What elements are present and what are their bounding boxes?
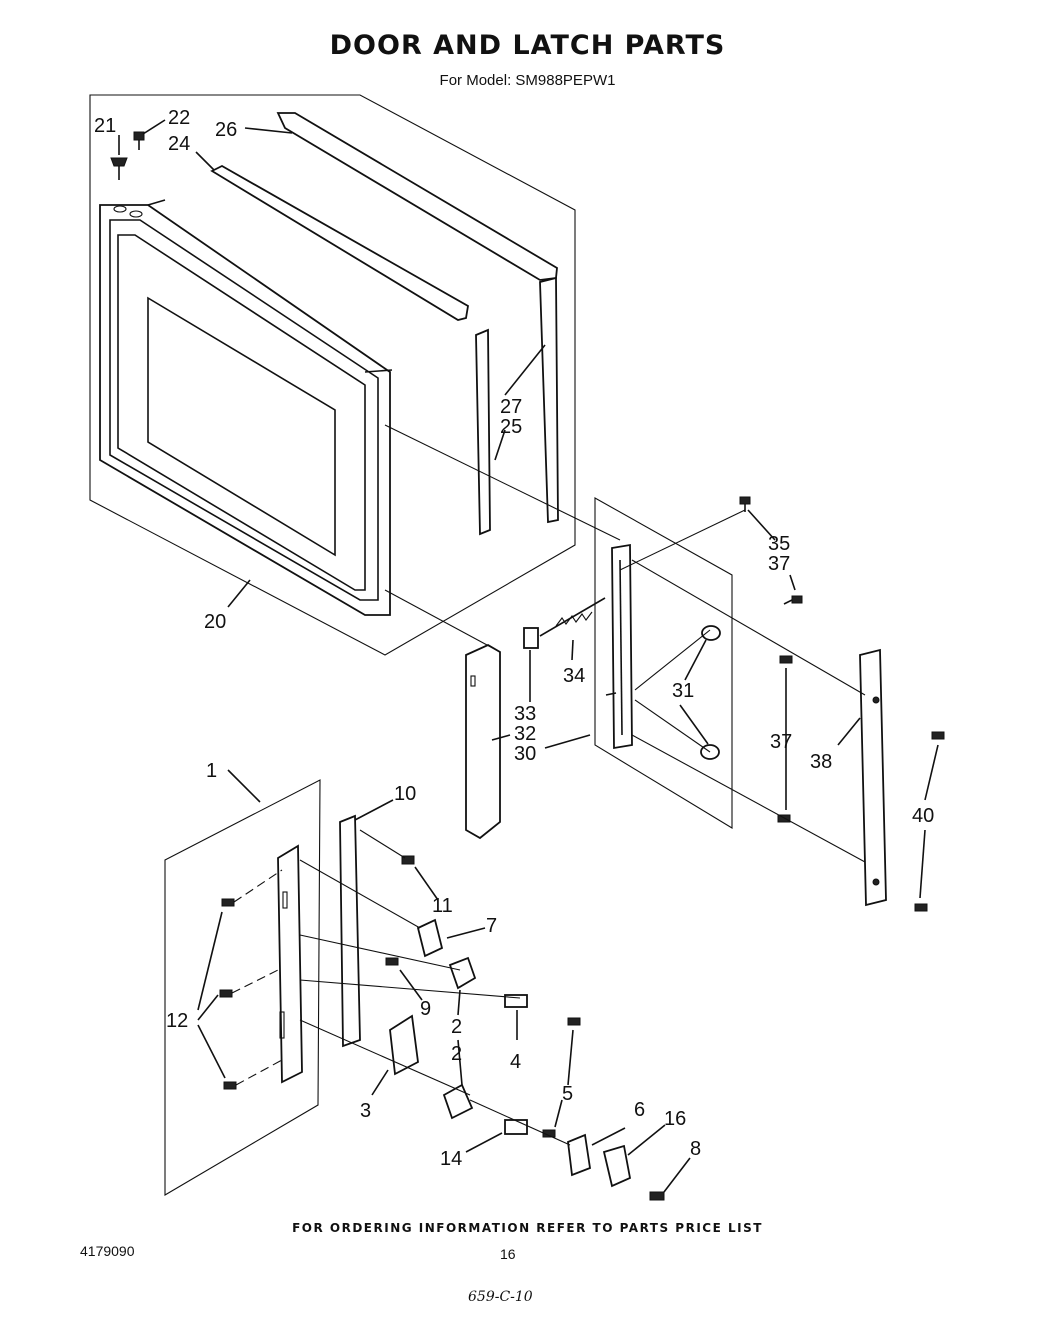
mounting-plate-10 <box>339 814 361 1048</box>
callout-20: 20 <box>204 611 226 633</box>
ordering-info-note: FOR ORDERING INFORMATION REFER TO PARTS … <box>292 1221 763 1235</box>
assembly-lines <box>231 424 866 1146</box>
door-handle-32 <box>465 643 501 840</box>
switch-14 <box>504 1119 528 1135</box>
callout-2: 2 <box>451 1016 462 1038</box>
screw-40b <box>914 903 928 912</box>
callout-38: 38 <box>810 751 832 773</box>
screw-11 <box>401 855 415 865</box>
plate-3 <box>389 1014 419 1076</box>
callout-6: 6 <box>634 1099 645 1121</box>
roller-31a <box>701 625 721 641</box>
leader-lines <box>118 119 939 1193</box>
handwritten-note: 659-C-10 <box>468 1289 533 1305</box>
callout-12: 12 <box>166 1010 188 1032</box>
callout-1: 1 <box>206 760 217 782</box>
screw-9 <box>385 957 399 966</box>
callout-labels: 21 22 24 26 27 25 20 35 37 34 31 33 32 3… <box>94 107 934 1170</box>
door-seal-top <box>276 112 558 281</box>
callout-5: 5 <box>562 1083 573 1105</box>
screw-21 <box>110 157 128 180</box>
screw-35 <box>739 496 751 512</box>
callout-3: 3 <box>360 1100 371 1122</box>
callout-25: 25 <box>500 416 522 438</box>
callout-37: 37 <box>770 731 792 753</box>
callout-11: 11 <box>432 895 453 917</box>
switch-bracket <box>277 844 303 1084</box>
callout-26: 26 <box>215 119 237 141</box>
latch-bracket-30 <box>605 543 633 750</box>
actuator-2a <box>448 956 477 990</box>
callout-27: 27 <box>500 396 522 418</box>
callout-4: 4 <box>510 1051 521 1073</box>
switch-16 <box>602 1144 632 1188</box>
callout-21: 21 <box>94 115 116 137</box>
latch-group-panel <box>594 497 733 829</box>
spring-34 <box>539 597 606 637</box>
model-subtitle: For Model: SM988PEPW1 <box>439 72 616 89</box>
screw-8 <box>649 1191 665 1201</box>
callout-14: 14 <box>440 1148 462 1170</box>
callout-7: 7 <box>486 915 497 937</box>
callout-37-top: 37 <box>768 553 790 575</box>
latch-33 <box>523 627 539 649</box>
screw-5a <box>567 1017 581 1026</box>
choke-strip-top <box>210 164 469 321</box>
switch-6 <box>567 1133 591 1177</box>
screw-37a <box>779 655 793 664</box>
door-seal-side <box>539 276 559 524</box>
document-number: 4179090 <box>80 1243 135 1259</box>
switch-group-panel <box>164 779 321 1196</box>
callout-2b: 2 <box>451 1043 462 1065</box>
callout-31: 31 <box>672 680 694 702</box>
screw-5b <box>542 1129 556 1138</box>
callout-34: 34 <box>563 665 585 687</box>
screw-37b <box>777 814 791 823</box>
callout-8: 8 <box>690 1138 701 1160</box>
switch-holder-7 <box>416 918 444 958</box>
callout-9: 9 <box>420 998 431 1020</box>
callout-35: 35 <box>768 533 790 555</box>
callout-40: 40 <box>912 805 934 827</box>
callout-32: 32 <box>514 723 536 745</box>
screw-12b <box>219 989 233 998</box>
door-group-panel <box>89 94 576 656</box>
callout-33: 33 <box>514 703 536 725</box>
callout-30: 30 <box>514 743 536 765</box>
screw-22 <box>133 131 145 150</box>
callout-16: 16 <box>664 1108 686 1130</box>
bracket-4 <box>504 994 528 1008</box>
screw-12a <box>221 898 235 907</box>
door-assembly <box>99 199 393 616</box>
screw-40a <box>931 731 945 740</box>
screw-12c <box>223 1081 237 1090</box>
screw-37-top <box>783 595 803 605</box>
page-number: 16 <box>500 1246 516 1262</box>
page-title: DOOR AND LATCH PARTS <box>329 30 726 61</box>
choke-strip-side <box>475 328 491 536</box>
callout-10: 10 <box>394 783 416 805</box>
callout-22: 22 <box>168 107 190 129</box>
callout-24: 24 <box>168 133 190 155</box>
latch-bar-38 <box>859 648 887 907</box>
